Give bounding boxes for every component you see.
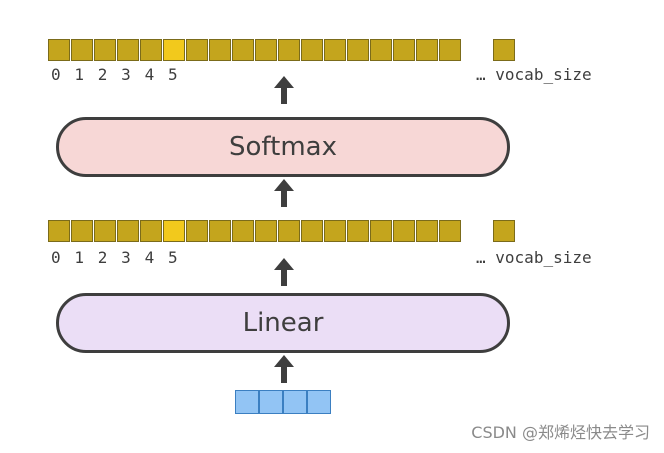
linear-layer: Linear [56,293,510,353]
logit-cell [232,220,254,242]
logit-cell [209,220,231,242]
index-label: 4 [144,65,155,84]
ellipsis: … [476,248,486,267]
logit-cell [278,220,300,242]
ellipsis: … [476,65,486,84]
logit-cell [439,220,461,242]
logit-cell-vocab-size [493,220,515,242]
output-cell [255,39,277,61]
output-cell [186,39,208,61]
output-cell [278,39,300,61]
index-label: 4 [144,248,155,267]
logit-cell [301,220,323,242]
logit-cell [117,220,139,242]
output-cell [140,39,162,61]
linear-output-vector [48,220,462,242]
index-label: 1 [74,65,85,84]
input-cell [235,390,259,414]
vocab-size-text: vocab_size [495,65,592,84]
mid-index-labels: 0 1 2 3 4 5 [51,248,191,268]
output-cell-highlighted [163,39,185,61]
output-cell [393,39,415,61]
softmax-layer: Softmax [56,117,510,177]
output-cell [117,39,139,61]
index-label: 5 [167,248,178,267]
top-index-labels: 0 1 2 3 4 5 [51,65,191,85]
logit-cell [324,220,346,242]
index-label: 1 [74,248,85,267]
output-cell [324,39,346,61]
arrow-up-icon [274,355,294,383]
output-cell [94,39,116,61]
output-cell [48,39,70,61]
logit-cell [347,220,369,242]
index-label: 0 [51,248,61,267]
logit-cell [186,220,208,242]
logit-cell [416,220,438,242]
arrow-up-icon [274,258,294,286]
linear-label: Linear [242,308,324,338]
input-cell [259,390,283,414]
watermark: CSDN @郑烯烃快去学习 [471,423,650,442]
index-label: 5 [167,65,178,84]
softmax-output-vector [48,39,462,61]
index-label: 2 [97,248,108,267]
input-vector [235,390,331,414]
top-vocab-size-label: … vocab_size [476,65,592,85]
logit-cell [140,220,162,242]
output-cell [347,39,369,61]
output-cell [232,39,254,61]
logit-cell-highlighted [163,220,185,242]
output-cell-vocab-size [493,39,515,61]
input-cell [307,390,331,414]
logit-cell [370,220,392,242]
output-cell [439,39,461,61]
input-cell [283,390,307,414]
mid-vocab-size-label: … vocab_size [476,248,592,268]
output-cell [416,39,438,61]
logit-cell [48,220,70,242]
output-cell [71,39,93,61]
output-cell [209,39,231,61]
output-cell [301,39,323,61]
vocab-size-text: vocab_size [495,248,592,267]
arrow-up-icon [274,76,294,104]
logit-cell [94,220,116,242]
logit-cell [71,220,93,242]
arrow-up-icon [274,179,294,207]
output-cell [370,39,392,61]
index-label: 2 [97,65,108,84]
logit-cell [255,220,277,242]
index-label: 3 [121,248,131,267]
softmax-label: Softmax [229,132,337,162]
index-label: 0 [51,65,61,84]
logit-cell [393,220,415,242]
index-label: 3 [121,65,131,84]
